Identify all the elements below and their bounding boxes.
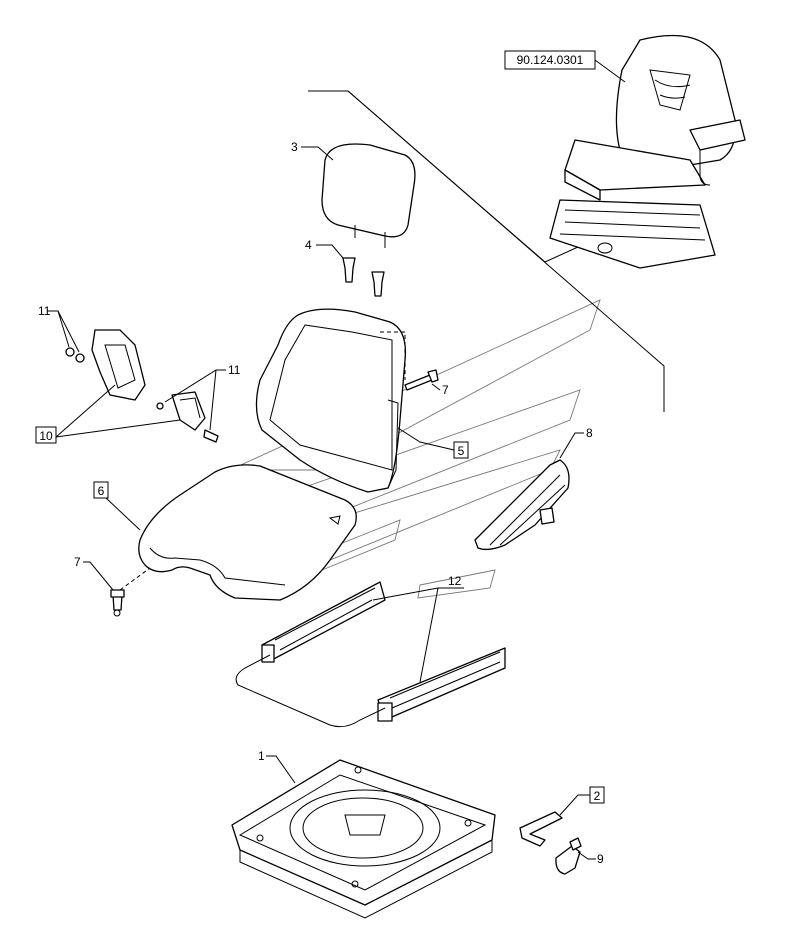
seat-cushion[interactable]: [138, 464, 357, 601]
callout-3: 3: [291, 140, 298, 154]
swivel-base[interactable]: [231, 759, 496, 919]
callout-10: 10: [39, 429, 53, 443]
assembled-seat-thumbnail: [549, 34, 746, 269]
lever-knob[interactable]: [555, 837, 582, 875]
headrest[interactable]: [321, 143, 416, 248]
callout-10-box: [35, 426, 57, 444]
callout-4: 4: [305, 238, 312, 252]
swivel-lever[interactable]: [519, 811, 563, 847]
seat-slide-rails[interactable]: [235, 581, 506, 728]
backrest[interactable]: [255, 308, 407, 493]
armrest[interactable]: [474, 459, 570, 551]
headrest-guide-sleeves[interactable]: [342, 257, 385, 297]
callout-5: 5: [458, 444, 465, 458]
callout-6-box: [93, 481, 109, 499]
callout-11b: 11: [228, 363, 241, 377]
callout-2: 2: [594, 789, 601, 803]
callout-8: 8: [586, 426, 593, 440]
callout-6: 6: [98, 484, 105, 498]
reference-box[interactable]: 90.124.0301: [504, 50, 596, 70]
reference-box-label: 90.124.0301: [517, 53, 584, 67]
callout-11a: 11: [38, 304, 51, 318]
callout-12: 12: [448, 574, 462, 588]
callout-7a: 7: [74, 555, 81, 569]
screw-seat-cushion[interactable]: [110, 589, 125, 617]
callout-9: 9: [597, 852, 604, 866]
callout-1: 1: [258, 749, 265, 763]
screw-backrest[interactable]: [404, 369, 439, 391]
callout-7b: 7: [442, 383, 449, 397]
seat-belt-buckle-assembly[interactable]: [65, 329, 219, 443]
